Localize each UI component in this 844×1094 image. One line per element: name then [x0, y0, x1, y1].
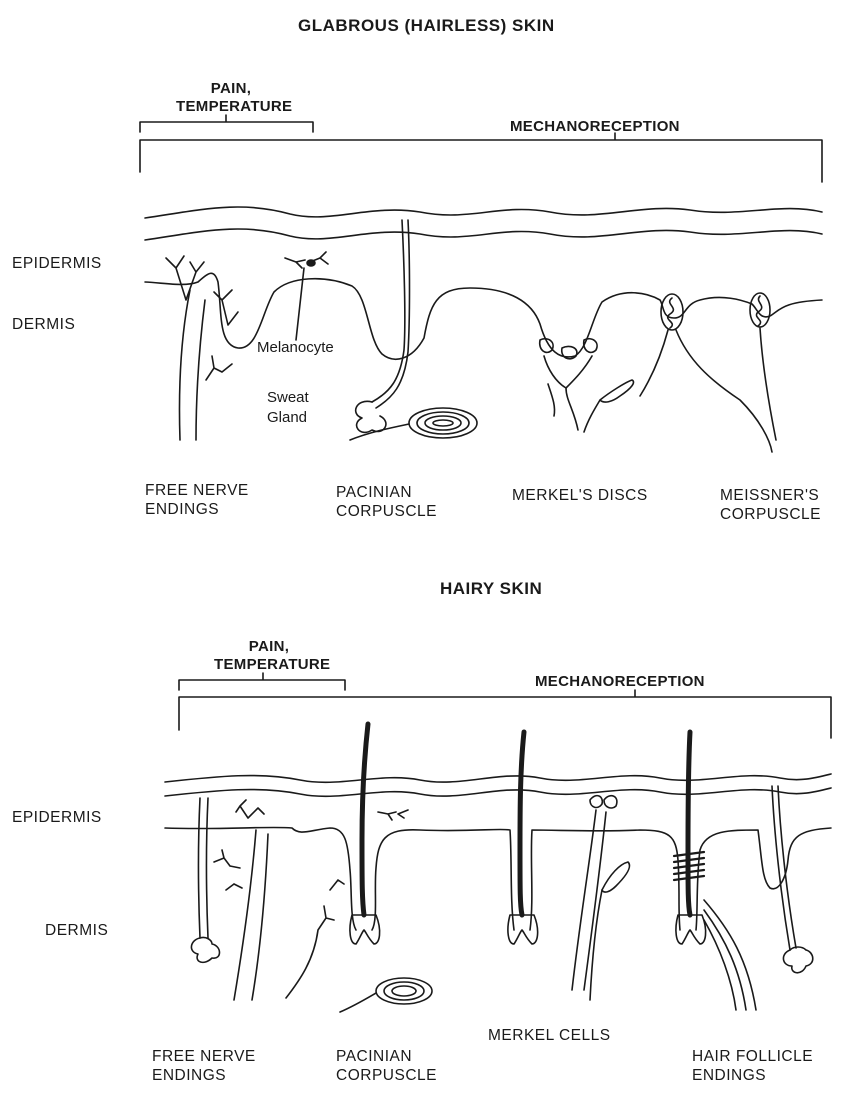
glabrous-meissner-corpuscle-1 [640, 294, 772, 452]
hairy-free-nerve-fiber-right [772, 786, 796, 950]
glabrous-merkel-small-corpuscle [584, 380, 634, 432]
glabrous-dermis-label: DERMIS [12, 316, 75, 335]
hairy-caption-merkel-cells: MERKEL CELLS [488, 1027, 611, 1046]
hairy-skin-surface-inner [165, 788, 831, 796]
hairy-free-nerve-bulb-right [783, 947, 812, 973]
glabrous-skin-surface-outer [145, 207, 822, 218]
glabrous-sweat-duct [372, 220, 410, 408]
glabrous-pain-bracket [140, 115, 313, 132]
hairy-free-nerve-branches [214, 800, 264, 890]
glabrous-title: GLABROUS (HAIRLESS) SKIN [298, 16, 555, 36]
hairy-dermis-label: DERMIS [45, 922, 108, 941]
glabrous-melanocyte-body [307, 260, 315, 266]
hairy-hair-shaft-2 [520, 732, 524, 915]
glabrous-pain-temperature-label: PAIN, TEMPERATURE [176, 80, 286, 116]
hairy-skin-surface-outer [165, 774, 831, 782]
hairy-title: HAIRY SKIN [440, 579, 542, 599]
glabrous-caption-meissners-corpuscle: MEISSNER'S CORPUSCLE [720, 487, 821, 524]
glabrous-skin-surface-inner [145, 229, 822, 240]
hairy-melanocyte [378, 810, 408, 820]
glabrous-epidermis-dermis-boundary [145, 273, 822, 359]
hairy-mechanoreception-bracket [179, 690, 831, 738]
hairy-pain-bracket [179, 673, 345, 690]
hairy-pacinian-corpuscle [340, 978, 432, 1012]
glabrous-free-nerve-fiber [179, 290, 205, 440]
hairy-free-nerve-bulb [191, 937, 219, 962]
hairy-merkel-cells [572, 796, 630, 1000]
hairy-skin-drawing [165, 673, 831, 1012]
glabrous-mechanoreception-bracket [140, 133, 822, 182]
glabrous-caption-free-nerve-endings: FREE NERVE ENDINGS [145, 482, 249, 519]
hairy-caption-pacinian-corpuscle: PACINIAN CORPUSCLE [336, 1048, 437, 1085]
glabrous-caption-pacinian-corpuscle: PACINIAN CORPUSCLE [336, 484, 437, 521]
hairy-mechanoreception-label: MECHANORECEPTION [535, 673, 705, 691]
melanocyte-leader-line [296, 268, 304, 340]
hairy-free-nerve-fiber-left [199, 798, 209, 938]
melanocyte-label: Melanocyte [257, 339, 334, 357]
hairy-caption-hair-follicle-endings: HAIR FOLLICLE ENDINGS [692, 1048, 813, 1085]
hairy-nerve-fiber-long [234, 830, 268, 1000]
glabrous-skin-drawing [140, 115, 822, 452]
glabrous-free-nerve-branches [166, 256, 238, 380]
hairy-pain-temperature-label: PAIN, TEMPERATURE [214, 638, 324, 674]
glabrous-merkel-discs [540, 339, 597, 430]
hairy-nerve-branches-right [286, 880, 344, 998]
glabrous-mechanoreception-label: MECHANORECEPTION [510, 118, 680, 136]
hairy-epidermis-label: EPIDERMIS [12, 809, 102, 828]
sweat-gland-label: Sweat Gland [267, 388, 309, 427]
hairy-hair-shaft-3 [688, 732, 690, 915]
glabrous-pacinian-corpuscle [350, 408, 477, 440]
glabrous-caption-merkels-discs: MERKEL'S DISCS [512, 487, 648, 506]
hairy-follicle-nerve-fibers [704, 900, 756, 1010]
hairy-hair-shaft-1 [362, 724, 368, 915]
glabrous-sweat-gland-coil [356, 401, 386, 432]
glabrous-epidermis-label: EPIDERMIS [12, 255, 102, 274]
glabrous-melanocyte [285, 252, 328, 268]
hairy-caption-free-nerve-endings: FREE NERVE ENDINGS [152, 1048, 256, 1085]
